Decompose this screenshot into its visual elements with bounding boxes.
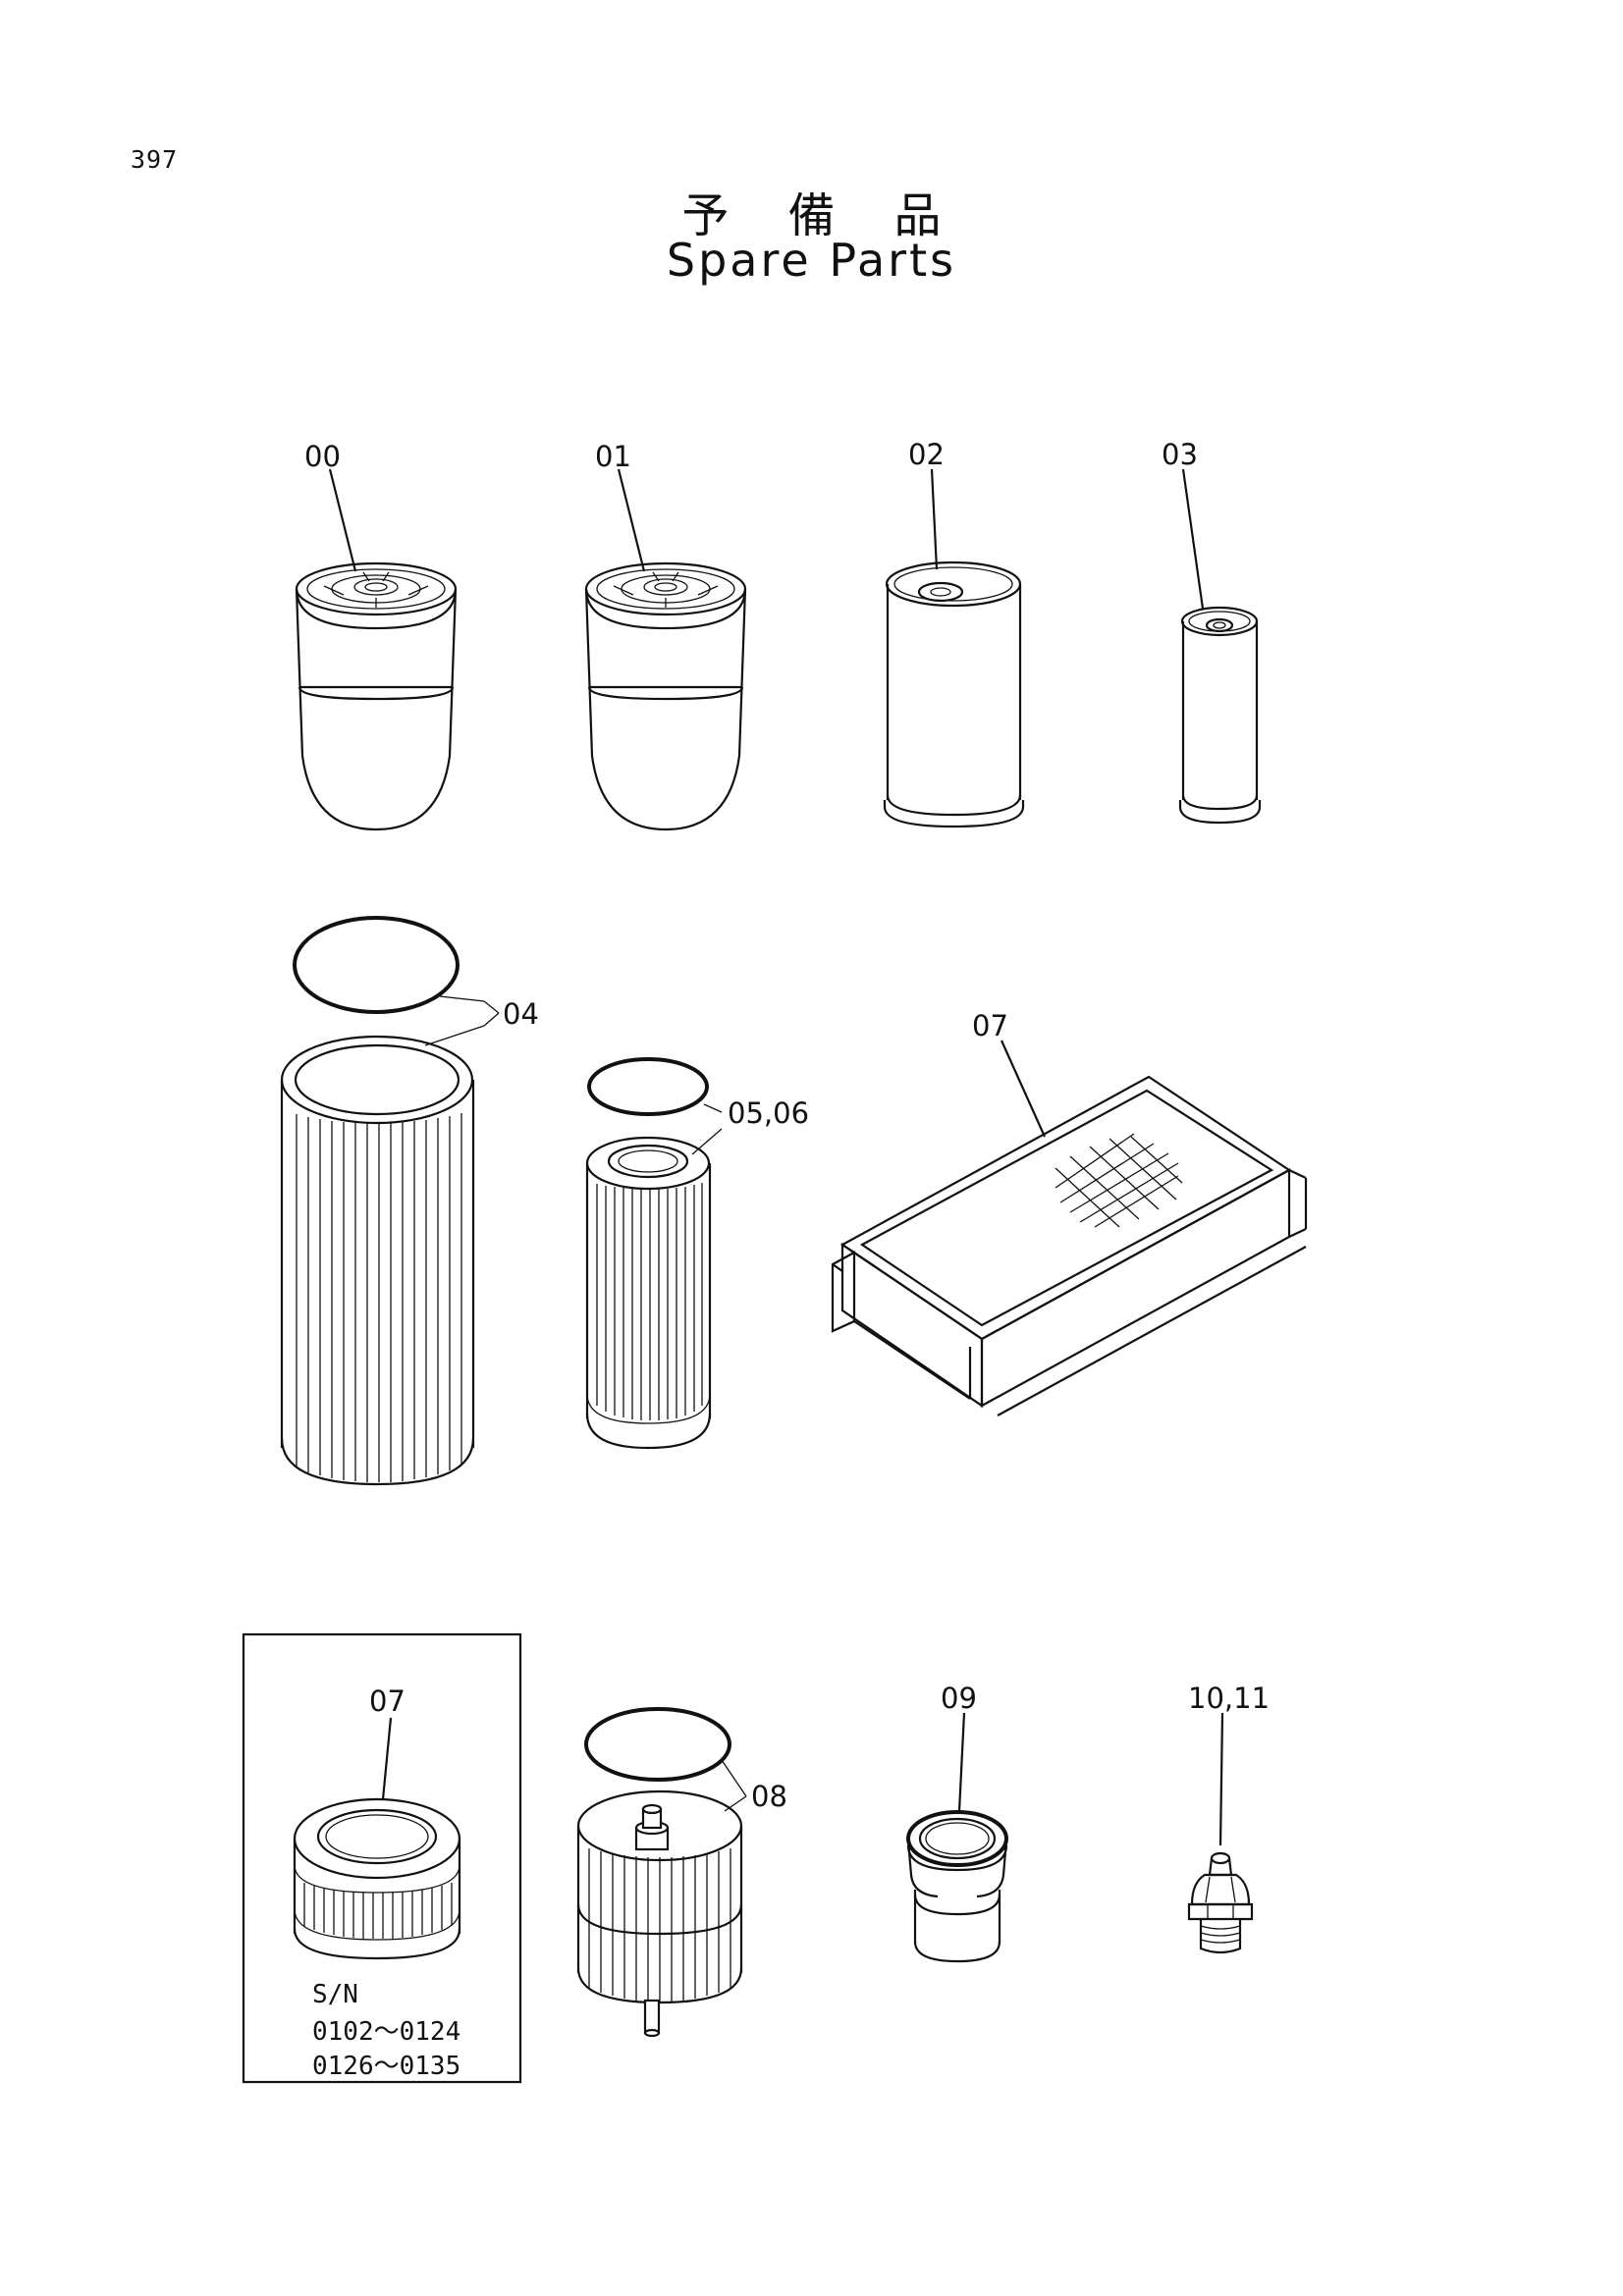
page-title-japanese: 予備品 [681,188,1001,243]
serial-range-1: 0102～0124 [312,2017,460,2047]
element-05-06 [585,1057,723,1450]
serial-range-2: 0126～0135 [312,2052,460,2081]
page-title-english: Spare Parts [666,234,957,287]
page-number: 397 [131,145,179,174]
callout-03: 03 [1162,438,1198,471]
callout-05-06: 05,06 [728,1096,809,1130]
callout-04: 04 [503,997,539,1031]
filter-03 [1178,468,1262,825]
callout-07: 07 [972,1009,1008,1042]
serial-box [242,1632,522,2084]
serial-label: S/N [312,1980,358,2009]
element-07-round [293,1717,461,1960]
grease-fitting-10-11 [1187,1712,1254,1954]
callout-07-boxed: 07 [369,1684,406,1718]
callout-09: 09 [941,1682,977,1715]
filter-01 [584,468,747,831]
element-04 [280,916,500,1486]
callout-01: 01 [595,440,631,473]
callout-00: 00 [304,440,341,473]
cap-09 [906,1712,1008,1963]
callout-08: 08 [751,1780,787,1813]
filter-00 [295,468,458,831]
callout-02: 02 [908,438,945,471]
air-filter-07 [831,1040,1308,1416]
filter-02 [883,468,1025,828]
filter-08 [576,1707,747,2038]
callout-10-11: 10,11 [1188,1682,1270,1715]
